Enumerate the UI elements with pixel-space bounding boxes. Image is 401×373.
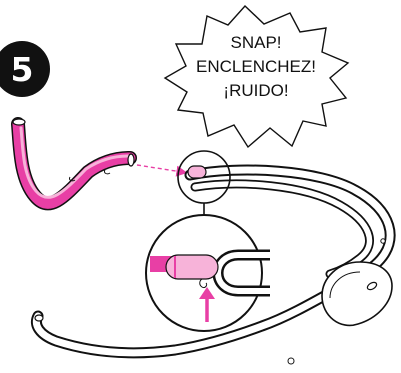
step-number: 5 [11,50,34,89]
step-badge: 5 [0,41,50,97]
pink-connector-tube [11,117,137,211]
frame-hub [321,261,393,327]
arrow-up-icon [199,287,215,322]
junction-tube-end [187,165,207,179]
callout-burst: SNAP! ENCLENCHEZ! ¡RUIDO! [163,4,350,149]
callout-line-1: SNAP! [230,33,281,52]
callout-line-3: ¡RUIDO! [223,81,288,100]
insert-arrow-icon [136,164,188,177]
zoom-detail [145,214,270,332]
callout-line-2: ENCLENCHEZ! [196,57,316,76]
